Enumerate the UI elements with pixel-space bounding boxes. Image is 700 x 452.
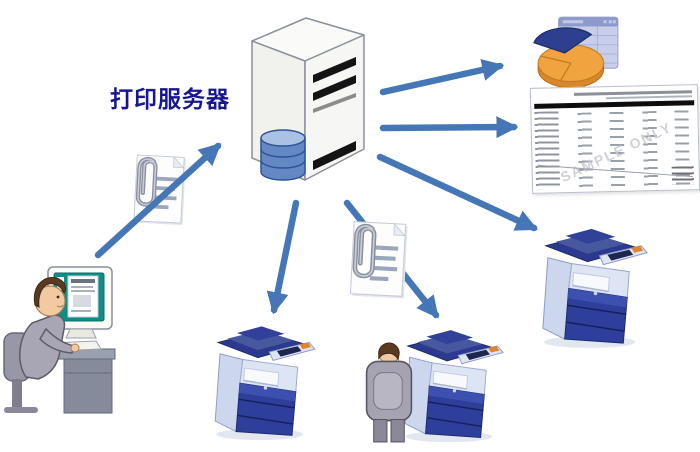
arrow-server-to-summary: [379, 59, 505, 96]
report-subtitle-text: [606, 95, 693, 100]
mfp-printer-right-icon: [534, 216, 656, 350]
print-job-document-icon: [128, 150, 190, 230]
arrow-server-to-report: [379, 116, 519, 139]
user-at-printer-icon: [365, 342, 413, 443]
report-rows: SAMPLE ONLY: [534, 108, 697, 190]
print-server-label: 打印服务器: [110, 86, 230, 112]
user-at-computer-icon: [3, 266, 116, 414]
report-header-band: [534, 100, 695, 109]
print-job-document-icon: [344, 216, 412, 304]
database-icon: [260, 129, 306, 181]
pie-chart-spreadsheet-icon: [533, 16, 619, 89]
print-server-icon: [251, 17, 365, 181]
arrow-server-to-left-printer: [266, 199, 300, 315]
mfp-printer-left-icon: [208, 314, 322, 442]
usage-report-page: SAMPLE ONLY: [529, 84, 700, 194]
seated-user: [19, 277, 80, 380]
